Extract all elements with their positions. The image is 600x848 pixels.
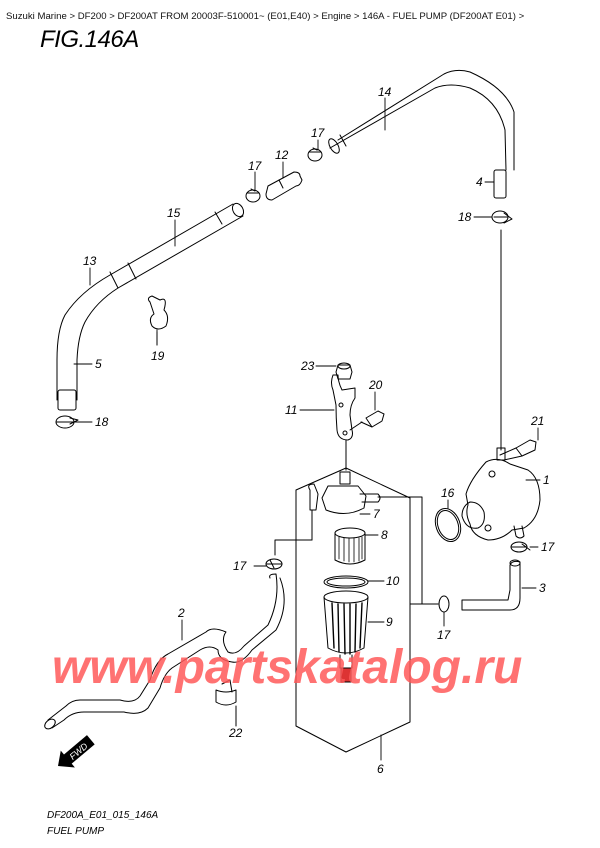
callout-14[interactable]: 14 [378,85,392,99]
callout-17[interactable]: 17 [311,126,326,140]
callout-15[interactable]: 15 [167,206,181,220]
figure-code: DF200A_E01_015_146A [47,810,159,821]
bolt-20[interactable] [349,410,385,431]
callout-4[interactable]: 4 [476,175,483,189]
callout-3[interactable]: 3 [539,581,546,595]
o-ring-10[interactable] [323,575,369,589]
clamp-17-left[interactable] [265,558,283,570]
clamp-17-lower-right[interactable] [409,496,450,613]
clip-19[interactable] [147,295,169,346]
leader-lines [73,97,541,761]
clamp-17-right[interactable] [510,541,531,553]
callout-11[interactable]: 11 [285,403,297,417]
callout-10[interactable]: 10 [386,574,400,588]
callout-21[interactable]: 21 [530,414,544,428]
callout-8[interactable]: 8 [381,528,388,542]
filter-element-8[interactable] [334,527,366,565]
callout-20[interactable]: 20 [368,378,383,392]
hose-15-13-5[interactable] [56,201,246,401]
breadcrumb-separator: > [106,11,118,22]
callout-17[interactable]: 17 [248,159,263,173]
bracket-11[interactable] [331,374,356,471]
o-ring-16[interactable] [431,505,465,545]
callout-17[interactable]: 17 [541,540,556,554]
callout-23[interactable]: 23 [300,359,315,373]
clamp-17-upper-right[interactable] [307,147,323,162]
clamp-17-upper-left[interactable] [245,188,261,203]
drain-plug[interactable] [340,667,352,683]
hose-3[interactable] [461,559,521,611]
figure-caption: FUEL PUMP [47,826,105,837]
callout-1[interactable]: 1 [543,473,550,487]
hose-5-end[interactable] [57,389,77,411]
callout-19[interactable]: 19 [151,349,165,363]
clamp-18-right[interactable] [491,210,513,451]
callout-17[interactable]: 17 [437,628,452,642]
callout-12[interactable]: 12 [275,148,289,162]
hose-2[interactable] [43,573,285,731]
filter-cup-9[interactable] [323,590,369,669]
nut-23[interactable] [335,362,353,380]
breadcrumb-item-df200at[interactable]: DF200AT FROM 20003F-510001~ (E01,E40) [117,11,311,22]
bolt-21[interactable] [499,439,537,461]
callout-18[interactable]: 18 [95,415,109,429]
callout-5[interactable]: 5 [95,357,102,371]
clamp-18-left[interactable] [55,415,79,429]
fuel-pump-1[interactable] [461,447,541,541]
breadcrumb-item-df200[interactable]: DF200 [77,11,107,22]
figure-title: FIG.146A [40,26,139,53]
breadcrumb-separator: > [351,11,363,22]
fwd-arrow-icon: FWD [58,735,95,768]
callout-13[interactable]: 13 [83,254,97,268]
callout-9[interactable]: 9 [386,615,393,629]
breadcrumb-item-fuel-pump[interactable]: 146A - FUEL PUMP (DF200AT E01) [362,11,516,22]
callout-22[interactable]: 22 [228,726,243,740]
filter-assembly-outline [295,451,411,753]
callout-2[interactable]: 2 [177,606,185,620]
breadcrumb-separator: > [66,11,78,22]
callout-16[interactable]: 16 [441,486,455,500]
hose-14[interactable] [327,69,515,171]
breadcrumb-item-suzuki-marine[interactable]: Suzuki Marine [6,11,67,22]
callout-18[interactable]: 18 [458,210,472,224]
breadcrumb: Suzuki Marine > DF200 > DF200AT FROM 200… [6,11,524,22]
callout-17[interactable]: 17 [233,559,248,573]
callout-7[interactable]: 7 [373,507,381,521]
breadcrumb-item-engine[interactable]: Engine [321,11,352,22]
breadcrumb-separator: > [515,11,525,22]
callout-labels: 14 17 12 17 15 13 5 18 4 18 19 23 20 11 … [83,85,556,776]
clip-22[interactable] [215,679,237,727]
breadcrumb-separator: > [310,11,322,22]
filter-cap-7[interactable] [274,471,411,556]
hose-4-end[interactable] [493,169,507,199]
callout-6[interactable]: 6 [377,762,384,776]
joint-12[interactable] [265,171,303,201]
